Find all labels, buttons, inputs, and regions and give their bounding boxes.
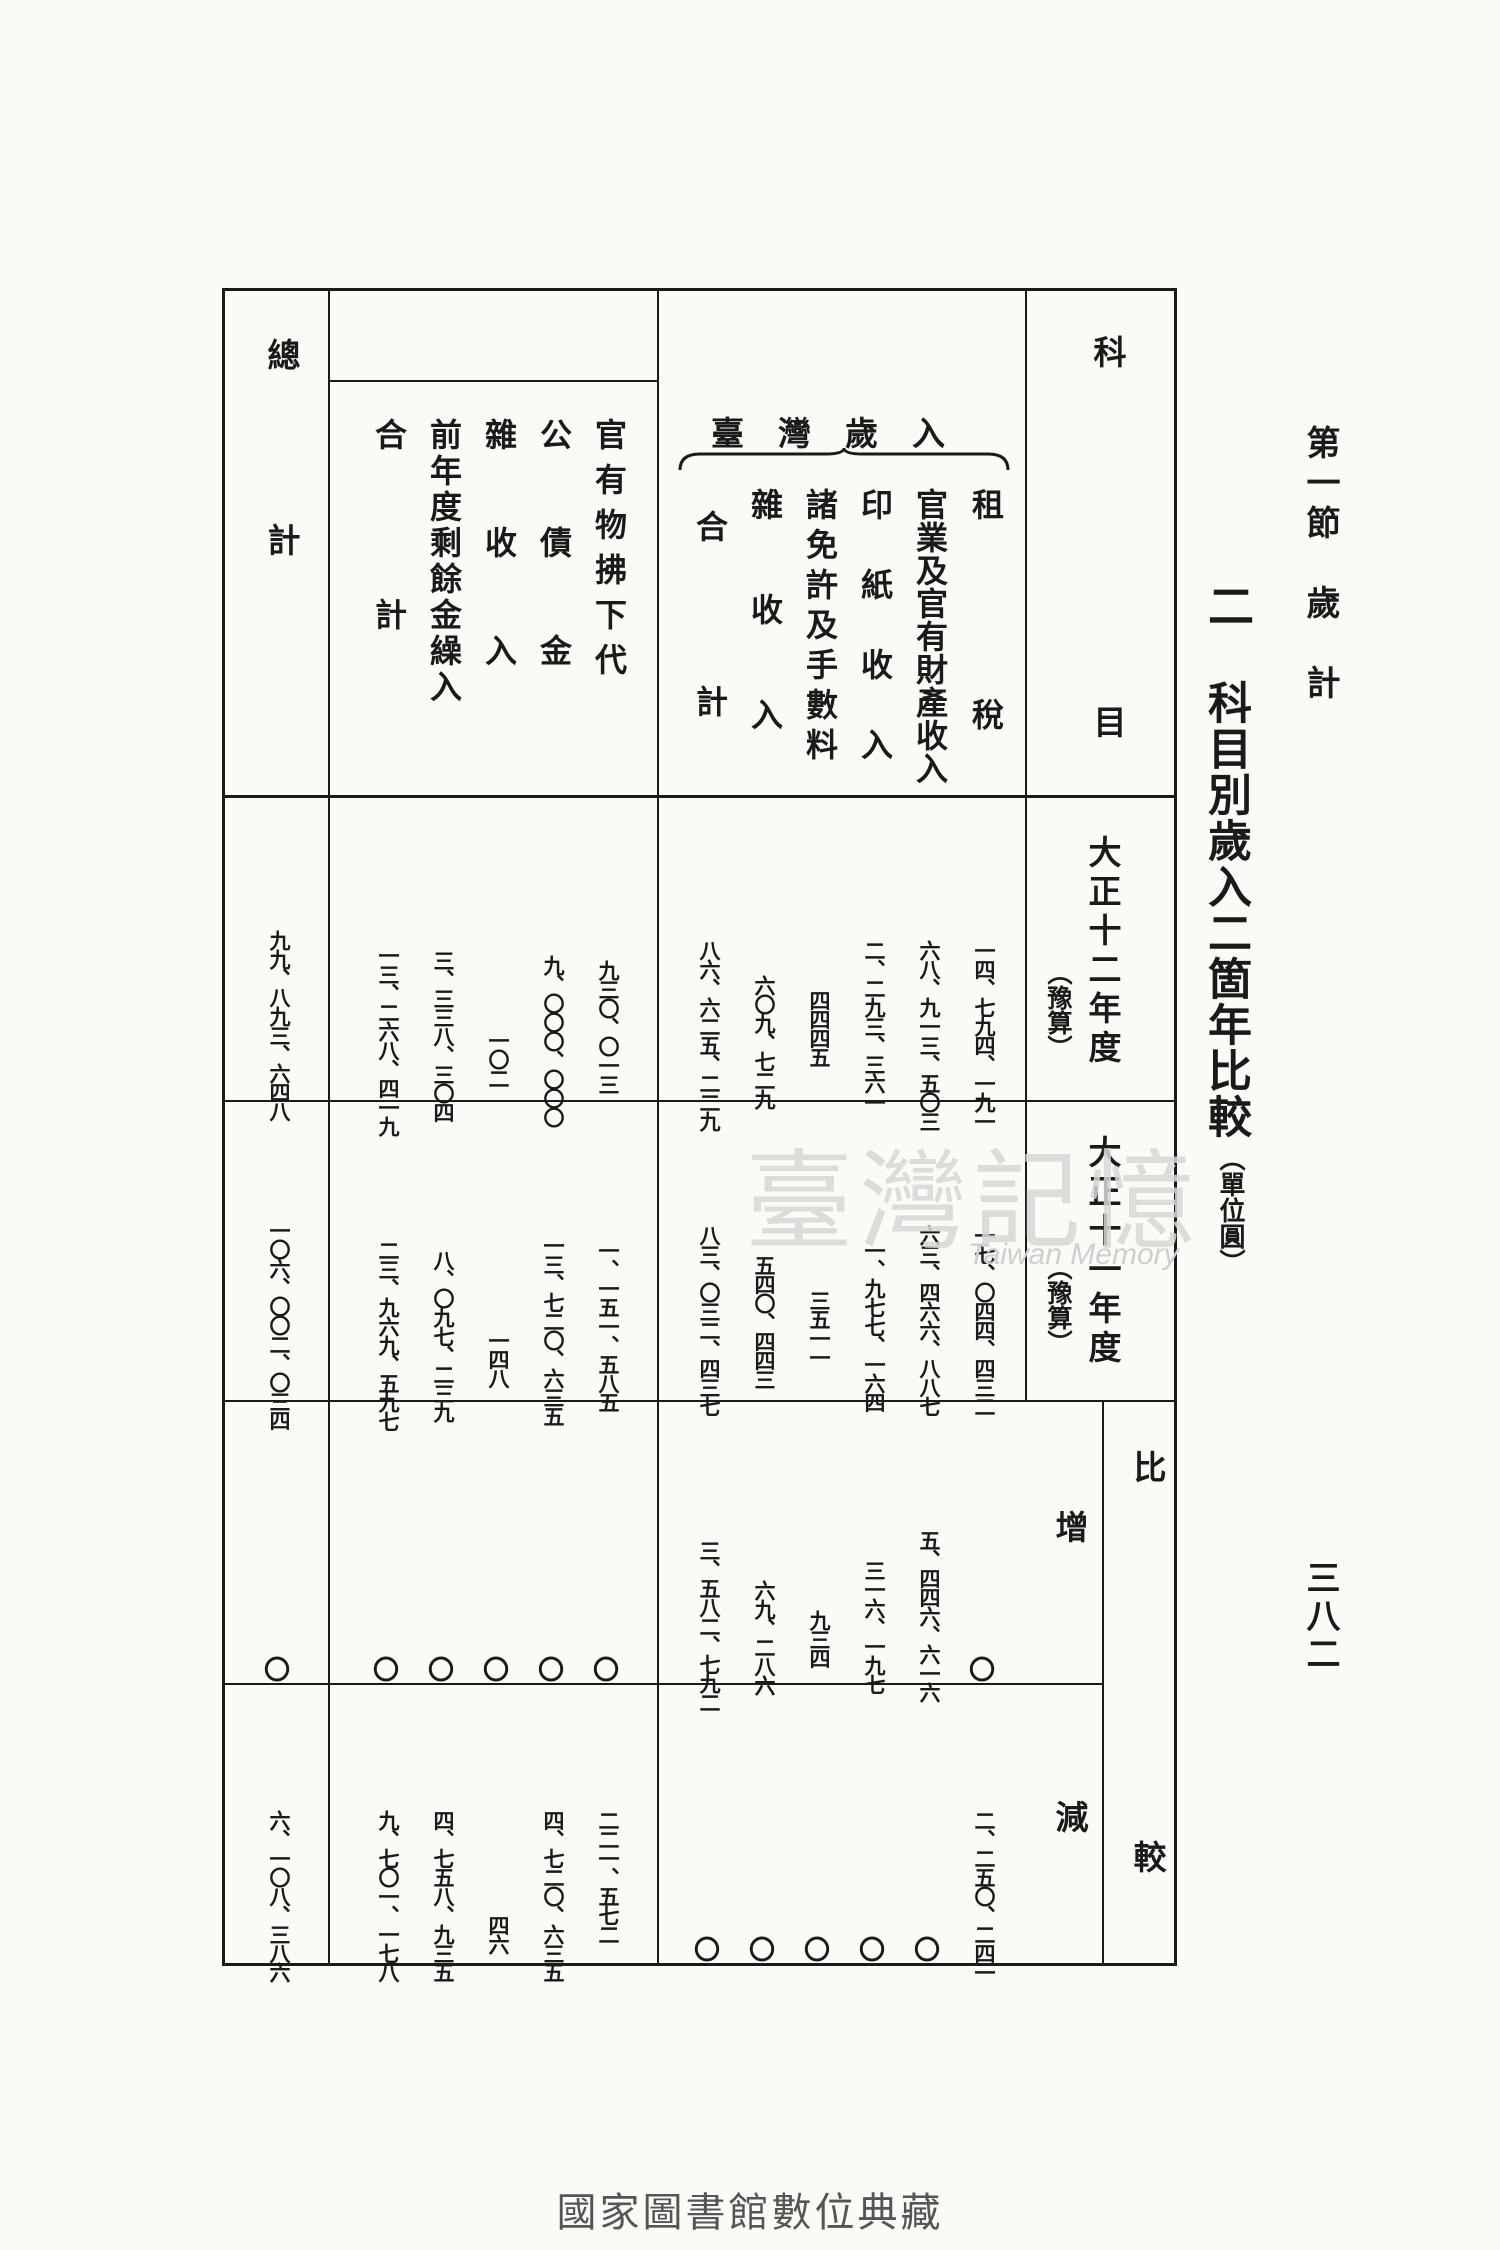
rule-increase-decrease	[222, 1683, 1102, 1685]
header-increase: 增	[1050, 1510, 1089, 1553]
cell-y2-stamp: 一、九七七、一六四	[862, 1240, 887, 1411]
row-label-license: 諸免許及手數料	[801, 488, 839, 768]
cell-dec-subtotal2: 九、七〇一、一七八	[376, 1810, 401, 1981]
header-year1-note: （豫算）	[1044, 960, 1073, 1060]
cell-y2-subtotal2: 二三、九六九、五九七	[376, 1240, 401, 1430]
cell-dec-tax: 二、二五〇、二四一	[972, 1810, 997, 1981]
group-label: 臺灣歲入	[711, 414, 979, 453]
cell-y2-grand-total: 一〇六、〇〇二、〇三四	[267, 1220, 292, 1429]
cell-inc-subtotal1: 三、五八二、七九二	[697, 1540, 722, 1711]
rule-compare-sub	[1102, 1400, 1104, 1966]
rule-group2-group1	[657, 288, 659, 1966]
page-number: 三八二	[1300, 1560, 1340, 1674]
cell-dec-enterprise: 〇	[914, 1936, 941, 1966]
cell-y1-subtotal1: 八六、六二五、二二九	[697, 940, 722, 1130]
cell-y2-misc2: 一四八	[486, 1330, 511, 1387]
cell-y1-enterprise: 六八、九一三、五〇三	[917, 940, 942, 1130]
cell-y1-bond: 九、〇〇〇、〇〇〇	[541, 955, 566, 1126]
cell-inc-misc2: 〇	[483, 1656, 510, 1686]
cell-dec-misc1: 〇	[749, 1936, 776, 1966]
row-label-subtotal1: 合 計	[691, 510, 729, 720]
cell-y2-enterprise: 六三、四六六、八八七	[917, 1225, 942, 1415]
cell-inc-surplus: 〇	[428, 1656, 455, 1686]
cell-y1-stamp: 二、二九三、三六一	[862, 940, 887, 1111]
cell-y1-subtotal2: 一三、二六八、四一九	[376, 945, 401, 1135]
cell-dec-surplus: 四、七五八、九三五	[431, 1810, 456, 1981]
rule-header-year	[222, 795, 1177, 798]
cell-inc-property-sale: 〇	[593, 1656, 620, 1686]
cell-dec-property-sale: 二二一、五七二	[596, 1810, 621, 1943]
header-year2-note: （豫算）	[1044, 1255, 1073, 1355]
header-subject-bottom: 目	[1088, 705, 1127, 748]
cell-y2-property-sale: 一、一五一、五八五	[596, 1240, 621, 1411]
cell-dec-bond: 四、七二〇、六三五	[541, 1810, 566, 1981]
rule-year2-compare	[222, 1400, 1177, 1402]
cell-y1-tax: 一四、七九四、一九一	[972, 940, 997, 1130]
row-label-tax: 租 稅	[967, 488, 1005, 733]
rule-group1-header	[1025, 288, 1027, 1400]
cell-inc-subtotal2: 〇	[373, 1656, 400, 1686]
cell-dec-grand-total: 六、一〇八、三八六	[267, 1810, 292, 1981]
header-year1: 大正十二年度	[1083, 835, 1122, 1069]
cell-inc-license: 九三四	[807, 1610, 832, 1667]
watermark-subtitle: Taiwan Memory	[968, 1238, 1179, 1271]
cell-y2-tax: 一七、〇四四、四三二	[972, 1225, 997, 1415]
cell-y1-property-sale: 九三〇、〇一三	[596, 960, 621, 1093]
row-label-subtotal2: 合 計	[370, 418, 408, 634]
cell-inc-enterprise: 五、四四六、六一六	[917, 1530, 942, 1701]
row-label-stamp: 印 紙 收 入	[856, 488, 894, 768]
cell-y1-license: 四四四五	[807, 990, 832, 1066]
cell-y2-surplus: 八、〇九七、二三九	[431, 1250, 456, 1421]
header-decrease: 減	[1050, 1800, 1089, 1843]
row-label-surplus: 前年度剩餘金繰入	[425, 418, 463, 706]
running-header-section: 第一節 歲 計	[1300, 425, 1340, 705]
section-title: 科目別歲入二箇年比較	[1200, 680, 1251, 1140]
cell-inc-stamp: 三一六、一九七	[862, 1560, 887, 1693]
header-compare-bottom: 較	[1128, 1840, 1167, 1883]
header-year2: 大正十一年度	[1083, 1135, 1122, 1369]
cell-y2-bond: 一三、七二〇、六三五	[541, 1235, 566, 1425]
row-label-bond: 公 債 金	[535, 418, 573, 670]
cell-y2-misc1: 五四〇、四四三	[752, 1255, 777, 1388]
footer-caption: 國家圖書館數位典藏	[556, 2190, 944, 2236]
cell-y1-misc1: 六〇九、七二九	[752, 975, 777, 1108]
watermark-logo: 臺灣記憶	[745, 1140, 1202, 1265]
group-brace	[678, 448, 1010, 471]
cell-y2-subtotal1: 八三、〇三二、四三七	[697, 1225, 722, 1415]
rule-year1-year2	[222, 1100, 1177, 1102]
cell-y2-license: 三五一一	[807, 1290, 832, 1366]
row-label-enterprise: 官業及官有財產收入	[911, 488, 949, 785]
cell-inc-misc1: 六九、二八六	[752, 1580, 777, 1694]
rule-group2-header-box	[328, 380, 657, 382]
row-label-grand-total: 總 計	[262, 338, 301, 560]
cell-y1-misc2: 一〇二	[486, 1030, 511, 1087]
rule-total-group2	[328, 288, 330, 1966]
cell-dec-stamp: 〇	[859, 1936, 886, 1966]
header-compare-top: 比	[1128, 1450, 1167, 1493]
cell-inc-tax: 〇	[969, 1656, 996, 1686]
cell-y1-surplus: 三、三三八、三〇四	[431, 950, 456, 1121]
unit-note: （單位圓）	[1215, 1145, 1245, 1275]
row-label-property-sale: 官有物拂下代	[590, 418, 628, 688]
cell-dec-license: 〇	[804, 1936, 831, 1966]
row-label-misc1: 雜 收 入	[746, 488, 784, 733]
cell-inc-bond: 〇	[538, 1656, 565, 1686]
cell-dec-misc2: 四六	[486, 1915, 511, 1953]
header-subject-top: 科	[1088, 335, 1127, 378]
cell-dec-subtotal1: 〇	[694, 1936, 721, 1966]
cell-inc-grand-total: 〇	[264, 1656, 291, 1686]
table-frame	[222, 288, 1177, 1966]
section-number: 二	[1201, 582, 1255, 628]
row-label-misc2: 雜 收 入	[480, 418, 518, 670]
cell-y1-grand-total: 九九、八九三、六四八	[267, 930, 292, 1120]
